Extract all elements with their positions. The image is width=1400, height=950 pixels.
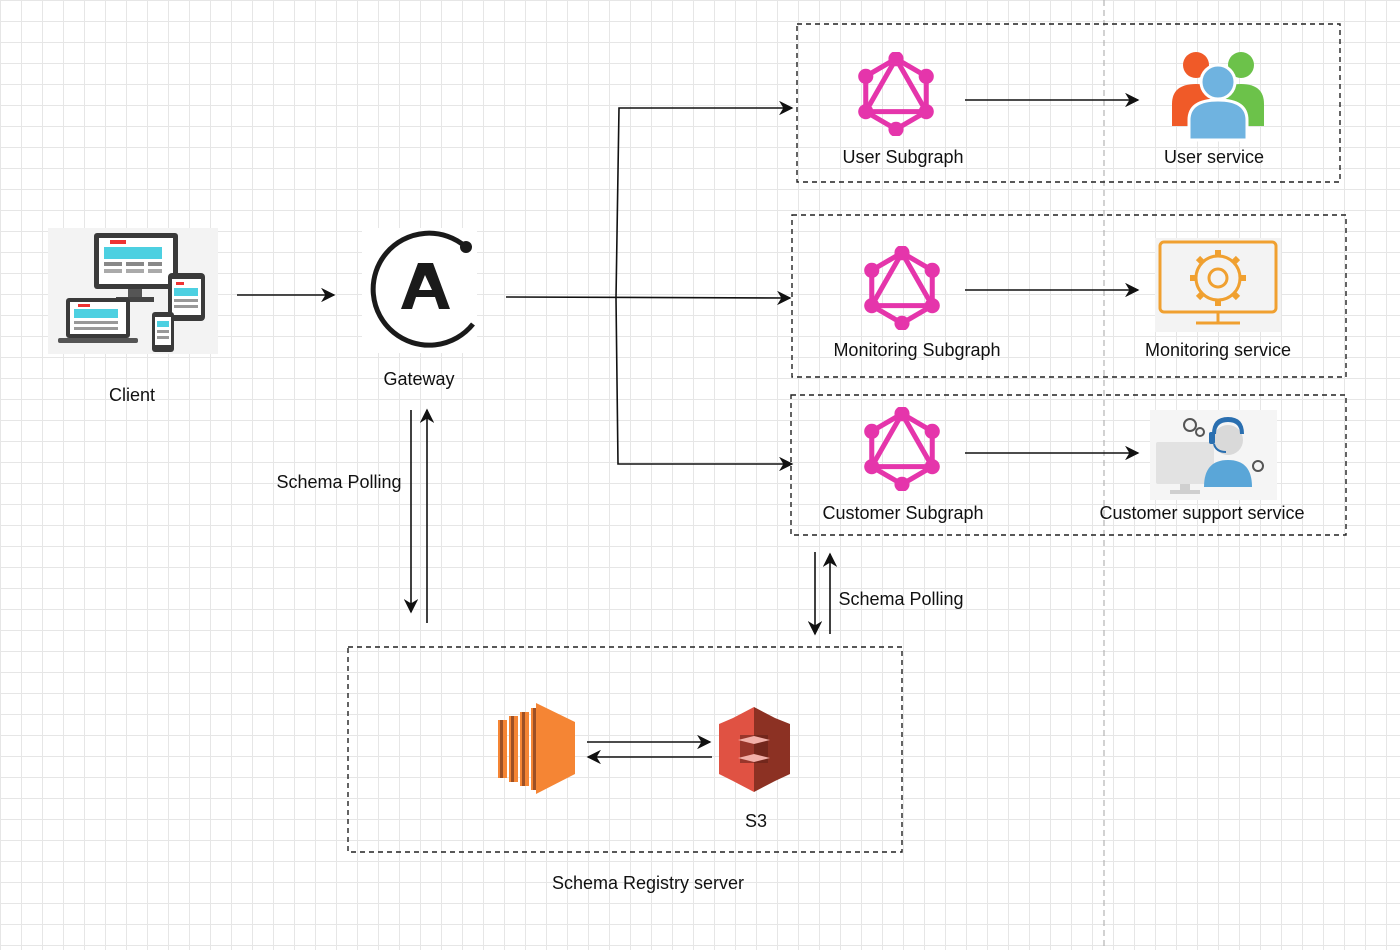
apollo-logo-icon [362, 228, 477, 353]
client-label: Client [109, 385, 155, 405]
schema-registry-box[interactable] [347, 646, 903, 853]
edge-gateway-monitoring [505, 290, 792, 306]
monitor-gear-icon [1155, 238, 1281, 332]
graphql-icon [864, 245, 940, 331]
s3-label: S3 [745, 811, 767, 831]
edge-gateway-user [615, 100, 794, 299]
customer-subgraph-label: Customer Subgraph [822, 503, 983, 523]
multi-device-icon [48, 228, 218, 354]
support-agent-icon [1150, 410, 1277, 500]
aws-ec2-icon [498, 703, 575, 794]
gateway-label: Gateway [383, 369, 454, 389]
customer-support-service-label: Customer support service [1099, 503, 1304, 523]
aws-s3-icon [719, 707, 790, 792]
monitoring-service-label: Monitoring service [1145, 340, 1291, 360]
edge-gateway-customer [615, 297, 794, 472]
customer-subgraph-box [790, 394, 1347, 536]
subgraph-polling-label: Schema Polling [838, 589, 963, 609]
user-service-label: User service [1164, 147, 1264, 167]
user-subgraph-label: User Subgraph [842, 147, 963, 167]
graphql-icon [858, 51, 934, 137]
monitoring-subgraph-label: Monitoring Subgraph [833, 340, 1000, 360]
user-subgraph-box [796, 23, 1341, 183]
monitoring-subgraph-box [791, 214, 1347, 378]
graphql-icon [864, 406, 940, 492]
gateway-polling-label: Schema Polling [276, 472, 401, 492]
edges [237, 92, 1140, 765]
users-group-icon [1172, 52, 1264, 142]
schema-registry-label: Schema Registry server [552, 873, 744, 893]
